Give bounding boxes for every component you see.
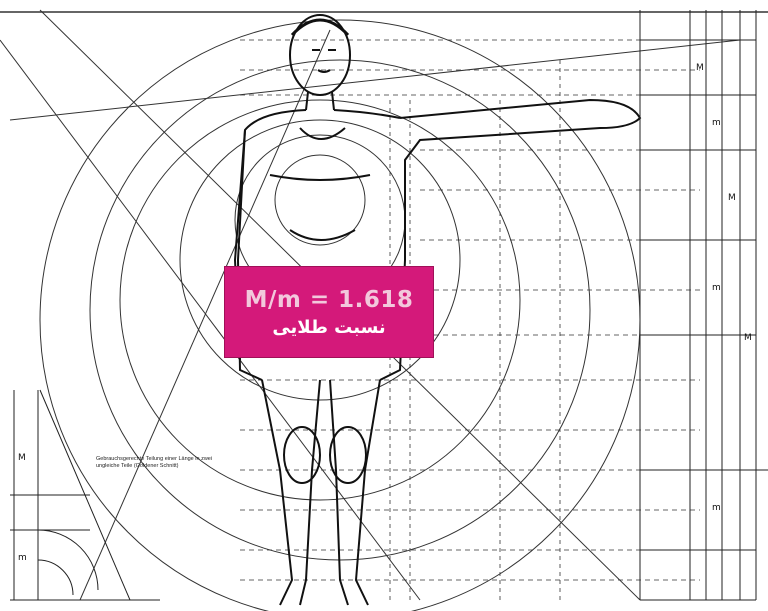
ruler-label: m	[712, 118, 721, 128]
golden-section-construction	[10, 390, 160, 600]
golden-section-note: Gebrauchsgerechte Teilung einer Länge in…	[96, 456, 216, 470]
golden-ratio-caption: نسبت طلایی	[272, 317, 385, 338]
circle-inner	[180, 120, 460, 400]
ruler-label: M	[744, 333, 752, 343]
ruler-label: m	[712, 503, 721, 513]
golden-ratio-label-box: M/m = 1.618 نسبت طلایی	[224, 266, 434, 358]
ruler-label: M	[728, 193, 736, 203]
ruler-label: m	[712, 283, 721, 293]
ruler-label: M	[696, 63, 704, 73]
golden-ratio-formula: M/m = 1.618	[245, 287, 414, 313]
ruler-label: M	[18, 453, 26, 463]
ruler-label: m	[18, 553, 27, 563]
